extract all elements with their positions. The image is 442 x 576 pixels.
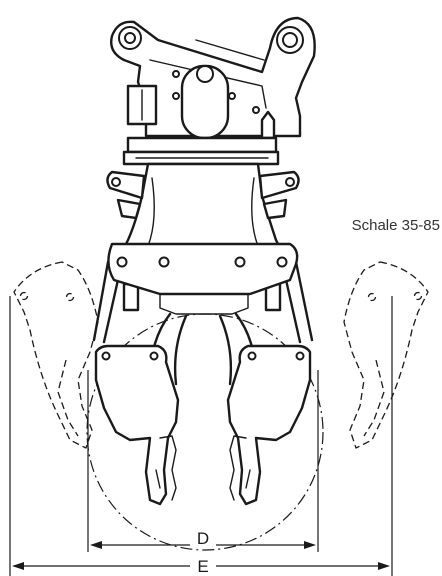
model-label: Schale 35-85 [352,217,440,234]
grapple-body [106,162,300,258]
dimension-d: D [87,370,319,552]
open-jaw-left-dashed [13,261,99,449]
dimension-e-label: E [197,557,208,576]
closed-jaw-left [94,344,180,506]
rotator-flange [122,136,280,166]
closed-jaw-right [226,344,312,506]
mount-bracket [110,16,316,140]
cross-beam [107,242,299,315]
open-jaw-right-dashed [343,261,429,449]
dimension-e: E [9,296,393,576]
dimension-d-label: D [197,529,209,548]
